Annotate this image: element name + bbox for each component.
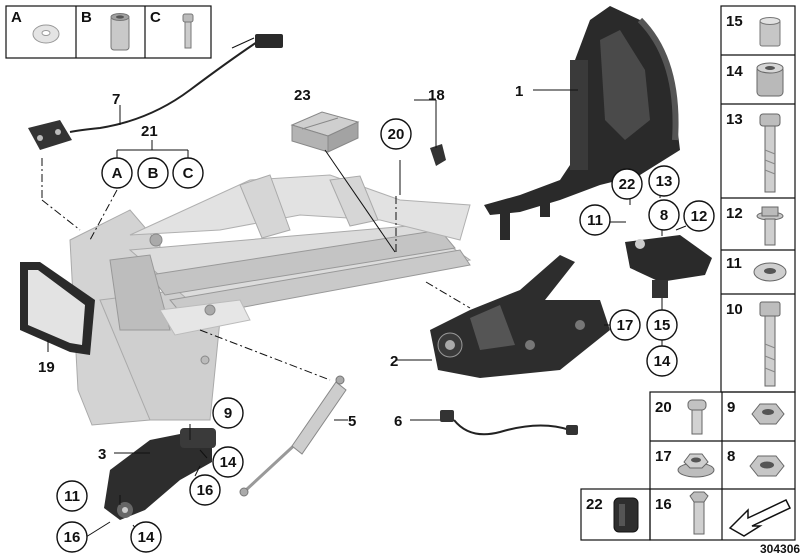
- sensor-6: [440, 410, 578, 436]
- hex-bolt-icon: [759, 301, 781, 387]
- flange-nut-icon: [677, 453, 715, 478]
- callout-1: 1: [515, 83, 523, 100]
- circle-14-bottom: 14: [138, 529, 155, 546]
- kit-label-c: C: [150, 9, 161, 26]
- lever-assembly-1: [484, 6, 680, 240]
- callout-21: 21: [141, 123, 158, 140]
- washer-icon: [753, 262, 787, 282]
- callout-7: 7: [112, 91, 120, 108]
- kit-label-a: A: [11, 9, 22, 26]
- circle-17: 17: [617, 317, 634, 334]
- rubber-bushing-icon: [756, 62, 784, 97]
- circle-16-lower: 16: [64, 529, 81, 546]
- circle-12: 12: [691, 208, 708, 225]
- circle-22: 22: [619, 176, 636, 193]
- rubber-buffer-icon: [613, 497, 639, 533]
- circle-15: 15: [654, 317, 671, 334]
- circle-11-lower: 11: [64, 488, 80, 505]
- right-label-15: 15: [726, 13, 743, 30]
- hex-nut-icon: [751, 403, 785, 425]
- circle-8: 8: [660, 207, 668, 224]
- right-parts-box: 15 14 13 12 11 10: [720, 5, 796, 393]
- callout-18: 18: [428, 87, 445, 104]
- collar-bolt-icon: [689, 491, 709, 535]
- sensor-cable-7: [28, 34, 283, 150]
- diagram-id: 304306: [760, 542, 800, 556]
- callout-2: 2: [390, 353, 398, 370]
- circle-11: 11: [587, 212, 603, 229]
- circle-a: A: [112, 165, 123, 182]
- circle-14: 14: [654, 353, 671, 370]
- block-23: [290, 111, 360, 153]
- circle-references: [56, 118, 715, 553]
- bottom-label-9: 9: [727, 399, 735, 416]
- kit-box: A B C: [5, 5, 212, 59]
- right-label-13: 13: [726, 111, 743, 128]
- screw-icon: [182, 13, 194, 49]
- circle-13: 13: [656, 173, 673, 190]
- kit-label-b: B: [81, 9, 92, 26]
- circle-c: C: [183, 165, 194, 182]
- circle-b: B: [148, 165, 159, 182]
- circle-20: 20: [388, 126, 405, 143]
- callout-5: 5: [348, 413, 356, 430]
- circle-14-lower: 14: [220, 454, 237, 471]
- right-label-12: 12: [726, 205, 743, 222]
- bushing-icon: [110, 13, 130, 51]
- lock-nut-icon: [749, 455, 785, 477]
- right-label-11: 11: [726, 255, 742, 272]
- arrow-icon: [728, 499, 792, 537]
- dash-dot-lines: [41, 158, 471, 381]
- circle-9: 9: [224, 405, 232, 422]
- sleeve-icon: [759, 17, 781, 47]
- callout-23: 23: [294, 87, 311, 104]
- bottom-label-22: 22: [586, 496, 603, 513]
- right-label-10: 10: [726, 301, 743, 318]
- callout-19: 19: [38, 359, 55, 376]
- wavy-washer-icon: [32, 24, 60, 44]
- bottom-label-20: 20: [655, 399, 672, 416]
- short-bolt-icon: [687, 399, 707, 435]
- control-arm-2: [430, 255, 610, 378]
- flange-bolt-icon: [756, 206, 784, 246]
- circle-16: 16: [197, 482, 214, 499]
- clip-18: [430, 144, 446, 166]
- plate-19: [20, 262, 95, 355]
- bottom-label-8: 8: [727, 448, 735, 465]
- bracket-3: [104, 428, 216, 520]
- leader-lines: [47, 37, 687, 538]
- bracket-4: [625, 235, 712, 298]
- callout-6: 6: [394, 413, 402, 430]
- right-label-14: 14: [726, 63, 743, 80]
- bottom-label-16: 16: [655, 496, 672, 513]
- gas-strut-5: [239, 375, 347, 497]
- long-bolt-icon: [759, 113, 781, 193]
- circle-labels: A B C 20 22 13 11 8 12 17 15 14 9 14 16 …: [64, 126, 708, 546]
- callout-3: 3: [98, 446, 106, 463]
- bottom-parts-box: 20 9 17 8 22 16: [580, 391, 796, 541]
- bottom-label-17: 17: [655, 448, 672, 465]
- seat-frame: [69, 174, 472, 426]
